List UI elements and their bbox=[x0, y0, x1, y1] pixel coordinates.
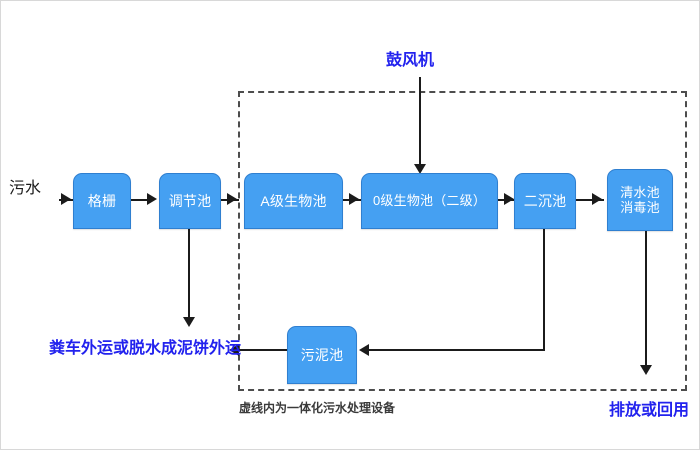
arrow-sludge-to-disposal bbox=[229, 344, 239, 356]
connector-settle-to-sludge-horizontal bbox=[369, 349, 545, 351]
blower-connector-line bbox=[419, 77, 421, 167]
arrow-grille-to-regulating bbox=[147, 193, 157, 205]
connector-regulating-to-disposal bbox=[188, 229, 190, 321]
node-a-stage-bio-tank[interactable]: A级生物池 bbox=[244, 173, 343, 229]
arrow-a-stage-to-o-stage bbox=[349, 193, 359, 205]
discharge-label: 排放或回用 bbox=[609, 402, 690, 419]
blower-label: 鼓风机 bbox=[386, 52, 435, 69]
connector-settle-to-clear-water bbox=[576, 199, 604, 201]
node-o-stage-bio-tank[interactable]: 0级生物池（二级） bbox=[361, 173, 498, 229]
connector-clear-water-to-discharge bbox=[645, 231, 647, 369]
inlet-arrow-head bbox=[61, 193, 71, 205]
node-grille[interactable]: 格栅 bbox=[73, 173, 131, 229]
arrow-regulating-to-disposal bbox=[183, 317, 195, 327]
node-regulating-tank[interactable]: 调节池 bbox=[159, 173, 221, 229]
arrow-clear-water-to-discharge bbox=[640, 365, 652, 375]
enclosure-caption: 虚线内为一体化污水处理设备 bbox=[239, 401, 396, 415]
connector-sludge-to-disposal bbox=[239, 349, 287, 351]
blower-arrow-head bbox=[414, 164, 426, 174]
connector-settle-to-sludge-vertical bbox=[543, 229, 545, 351]
arrow-regulating-to-a-stage bbox=[227, 193, 237, 205]
node-secondary-settling-tank[interactable]: 二沉池 bbox=[514, 173, 576, 229]
sludge-disposal-label: 粪车外运或脱水成泥饼外运 bbox=[49, 340, 242, 357]
arrow-o-stage-to-settle bbox=[504, 193, 514, 205]
node-sludge-tank[interactable]: 污泥池 bbox=[287, 326, 357, 384]
arrow-settle-to-clear-water bbox=[592, 193, 602, 205]
connector-grille-to-regulating bbox=[131, 199, 149, 201]
arrow-settle-to-sludge bbox=[359, 344, 369, 356]
inlet-label: 污水 bbox=[9, 180, 42, 197]
integrated-equipment-boundary bbox=[238, 91, 687, 391]
node-clear-water-disinfection-tank[interactable]: 清水池 消毒池 bbox=[607, 169, 673, 231]
